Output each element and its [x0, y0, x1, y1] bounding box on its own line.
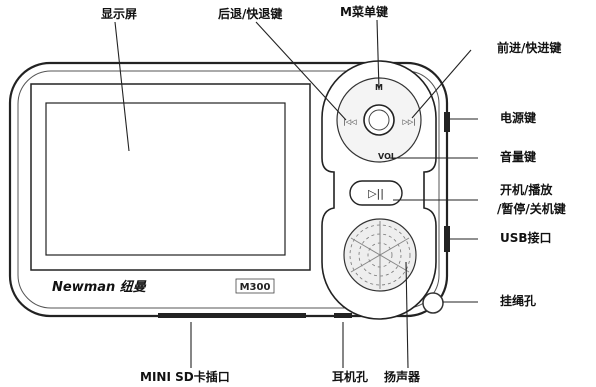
play-pause-icon: ▷||: [368, 187, 384, 200]
label-speaker: 扬声器: [384, 370, 421, 384]
speaker-grille: [343, 218, 417, 292]
leader-forward: [411, 49, 472, 119]
label-sd-slot: MINI SD卡插口: [140, 370, 230, 384]
leader-display: [114, 21, 130, 152]
label-usb-port: USB接口: [500, 231, 552, 245]
leader-rewind: [255, 21, 347, 121]
label-display-screen: 显示屏: [101, 7, 138, 21]
prev-icon: |◁◁: [343, 118, 357, 126]
label-play-key-line1: 开机/播放: [500, 183, 553, 197]
model-badge: M300: [240, 282, 271, 293]
model-badge-frame: [235, 278, 275, 294]
brand-logo: Newman 纽曼: [52, 279, 147, 295]
label-lanyard-hole: 挂绳孔: [500, 294, 537, 308]
next-icon: ▷▷|: [402, 118, 415, 126]
label-play-key-line2: /暂停/关机键: [497, 202, 566, 216]
navigation-wheel: [336, 77, 422, 163]
leader-menu: [376, 19, 380, 91]
display-screen: [30, 83, 311, 271]
volume-label: VOL: [378, 152, 396, 161]
earphone-jack-shape: [334, 313, 352, 318]
label-rewind-key: 后退/快退键: [218, 7, 283, 21]
sd-slot-shape: [158, 313, 306, 318]
lanyard-hole-shape: [422, 292, 444, 314]
label-volume-key: 音量键: [500, 150, 537, 164]
label-forward-key: 前进/快进键: [497, 41, 562, 55]
label-earphone-jack: 耳机孔: [332, 370, 369, 384]
power-button: [444, 112, 450, 132]
label-menu-key: M菜单键: [340, 5, 388, 19]
leader-lines: [114, 19, 478, 369]
leader-speaker: [405, 261, 409, 369]
usb-port-side: [444, 226, 450, 252]
play-pause-button: [349, 180, 403, 206]
label-power-key: 电源键: [500, 111, 537, 125]
